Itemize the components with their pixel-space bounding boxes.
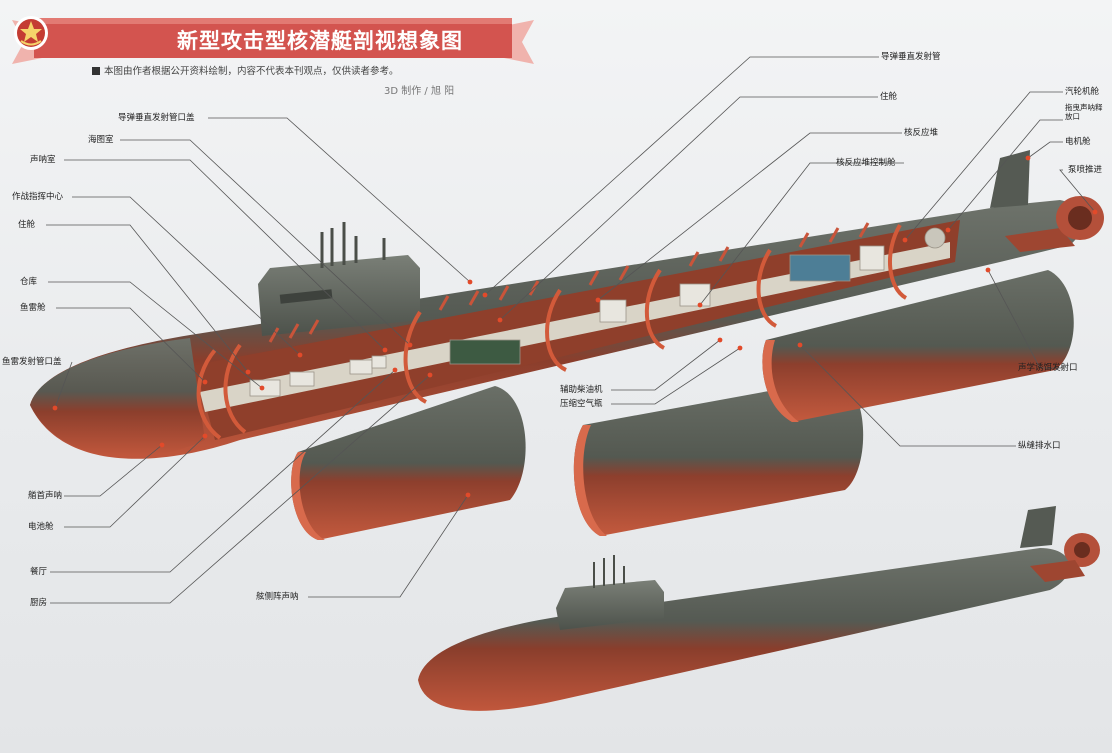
disclaimer: 本图由作者根据公开资料绘制，内容不代表本刊观点，仅供读者参考。 bbox=[92, 63, 399, 77]
leader-lines bbox=[46, 56, 1096, 604]
hull-shell-aft bbox=[762, 270, 1074, 422]
label-reactor-control: 核反应堆控制舱 bbox=[836, 158, 896, 168]
label-reactor: 核反应堆 bbox=[904, 128, 939, 138]
label-mess: 餐厅 bbox=[30, 567, 48, 577]
label-acoustic-decoy: 声学诱饵发射口 bbox=[1018, 363, 1078, 373]
label-battery-room: 电池舱 bbox=[28, 522, 54, 532]
label-drain: 纵缝排水口 bbox=[1018, 441, 1061, 451]
credit-line: 3D 制作 / 旭 阳 bbox=[384, 86, 455, 97]
label-towed-sonar-release: 拖曳声呐释放口 bbox=[1065, 103, 1103, 121]
label-turbine: 汽轮机舱 bbox=[1065, 87, 1100, 97]
label-bow-sonar: 艏首声呐 bbox=[28, 491, 63, 501]
title-banner: 新型攻击型核潜艇剖视想象图 bbox=[12, 14, 534, 64]
label-torpedo-tube-hatch: 鱼雷发射管口盖 bbox=[2, 357, 62, 367]
label-aux-diesel: 辅助柴油机 bbox=[560, 385, 603, 395]
label-compressed-air: 压缩空气瓶 bbox=[560, 399, 603, 409]
leader-dots bbox=[52, 155, 1098, 498]
navy-emblem-icon bbox=[14, 16, 48, 50]
rudder-upper bbox=[990, 150, 1030, 208]
banner-ribbon bbox=[12, 18, 534, 64]
interior-equipment bbox=[249, 227, 946, 397]
page-title: 新型攻击型核潜艇剖视想象图 bbox=[177, 29, 463, 53]
bullet-square-icon bbox=[92, 67, 100, 75]
label-torpedo-room: 鱼雷舱 bbox=[20, 303, 46, 313]
sail bbox=[258, 255, 420, 336]
exterior-submarine bbox=[418, 506, 1100, 711]
label-flank-sonar: 舷侧阵声呐 bbox=[256, 592, 299, 602]
exterior-rudder bbox=[1020, 506, 1056, 548]
bow-dome bbox=[30, 338, 205, 457]
hull-shell-forward bbox=[291, 386, 526, 540]
label-pump-jet: 泵喷推进 bbox=[1068, 165, 1103, 175]
interior-deck bbox=[200, 242, 950, 412]
masts bbox=[320, 222, 386, 268]
label-sonar-room: 声呐室 bbox=[30, 155, 56, 165]
stern-plane bbox=[1005, 228, 1075, 252]
disclaimer-text: 本图由作者根据公开资料绘制，内容不代表本刊观点，仅供读者参考。 bbox=[104, 66, 399, 77]
label-quarters-mid: 住舱 bbox=[880, 92, 898, 102]
label-quarters-forward: 住舱 bbox=[18, 220, 36, 230]
label-vls-hatch: 导弹垂直发射管口盖 bbox=[118, 113, 195, 123]
label-galley: 厨房 bbox=[30, 598, 48, 608]
label-storage: 仓库 bbox=[20, 277, 38, 287]
label-vls-tube: 导弹垂直发射管 bbox=[881, 52, 941, 62]
label-chart-room: 海图室 bbox=[88, 135, 114, 145]
sail-fin bbox=[279, 289, 333, 304]
label-motor-room: 电机舱 bbox=[1065, 137, 1091, 147]
main-submarine bbox=[30, 150, 1104, 459]
exterior-sail bbox=[556, 580, 664, 630]
exterior-hull bbox=[418, 548, 1070, 711]
label-cic: 作战指挥中心 bbox=[12, 192, 64, 202]
